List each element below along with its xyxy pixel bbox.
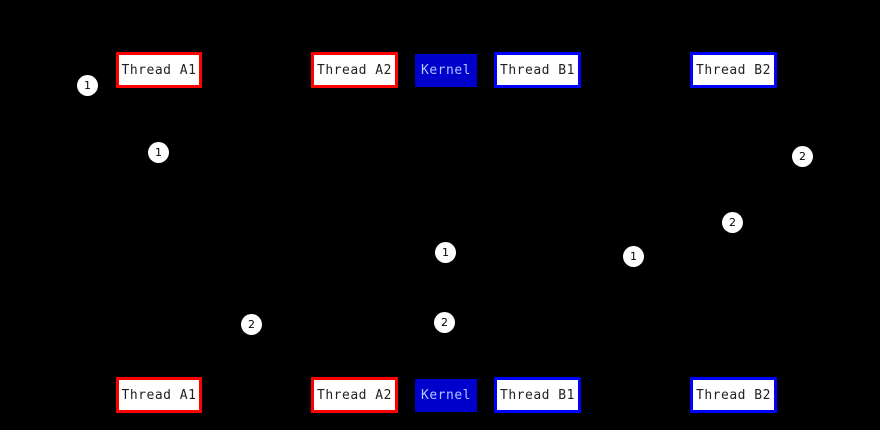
participant-label: Thread B2 bbox=[696, 62, 771, 78]
sequence-marker-number: 2 bbox=[799, 150, 806, 163]
participant-thread-b1-bottom[interactable]: Thread B1 bbox=[494, 377, 581, 413]
message-3 bbox=[733, 156, 813, 157]
participant-label: Kernel bbox=[421, 63, 471, 78]
participant-label: Thread B2 bbox=[696, 387, 771, 403]
participant-kernel-bottom[interactable]: Kernel bbox=[415, 379, 477, 412]
sequence-marker-number: 1 bbox=[84, 79, 91, 92]
participant-thread-a1-bottom[interactable]: Thread A1 bbox=[116, 377, 202, 413]
sequence-marker-number: 1 bbox=[630, 250, 637, 263]
lifeline-thread-a1 bbox=[159, 88, 160, 377]
lifeline-thread-a2 bbox=[354, 88, 355, 377]
participant-kernel-top[interactable]: Kernel bbox=[415, 54, 477, 87]
marker-2a: 2 bbox=[792, 146, 813, 167]
sequence-marker-number: 1 bbox=[442, 246, 449, 259]
marker-2d: 2 bbox=[434, 312, 455, 333]
sequence-marker-number: 2 bbox=[248, 318, 255, 331]
participant-label: Thread A2 bbox=[317, 387, 392, 403]
marker-2b: 2 bbox=[722, 212, 743, 233]
participant-label: Thread A1 bbox=[121, 62, 197, 78]
sequence-marker-number: 2 bbox=[441, 316, 448, 329]
participant-label: Thread A2 bbox=[317, 62, 392, 78]
marker-1d: 1 bbox=[623, 246, 644, 267]
message-7 bbox=[159, 324, 252, 325]
sequence-marker-number: 2 bbox=[729, 216, 736, 229]
participant-label: Thread B1 bbox=[500, 62, 575, 78]
participant-thread-b2-bottom[interactable]: Thread B2 bbox=[690, 377, 777, 413]
marker-2c: 2 bbox=[241, 314, 262, 335]
marker-1b: 1 bbox=[148, 142, 169, 163]
lifeline-thread-b1 bbox=[537, 88, 538, 377]
marker-1c: 1 bbox=[435, 242, 456, 263]
marker-1a: 1 bbox=[77, 75, 98, 96]
message-6 bbox=[537, 256, 634, 257]
participant-thread-a2-top[interactable]: Thread A2 bbox=[311, 52, 398, 88]
participant-thread-a1-top[interactable]: Thread A1 bbox=[116, 52, 202, 88]
participant-label: Thread A1 bbox=[121, 387, 197, 403]
participant-thread-a2-bottom[interactable]: Thread A2 bbox=[311, 377, 398, 413]
participant-label: Thread B1 bbox=[500, 387, 575, 403]
sequence-marker-number: 1 bbox=[155, 146, 162, 159]
participant-label: Kernel bbox=[421, 388, 471, 403]
participant-thread-b1-top[interactable]: Thread B1 bbox=[494, 52, 581, 88]
participant-thread-b2-top[interactable]: Thread B2 bbox=[690, 52, 777, 88]
lifeline-kernel bbox=[446, 87, 447, 379]
